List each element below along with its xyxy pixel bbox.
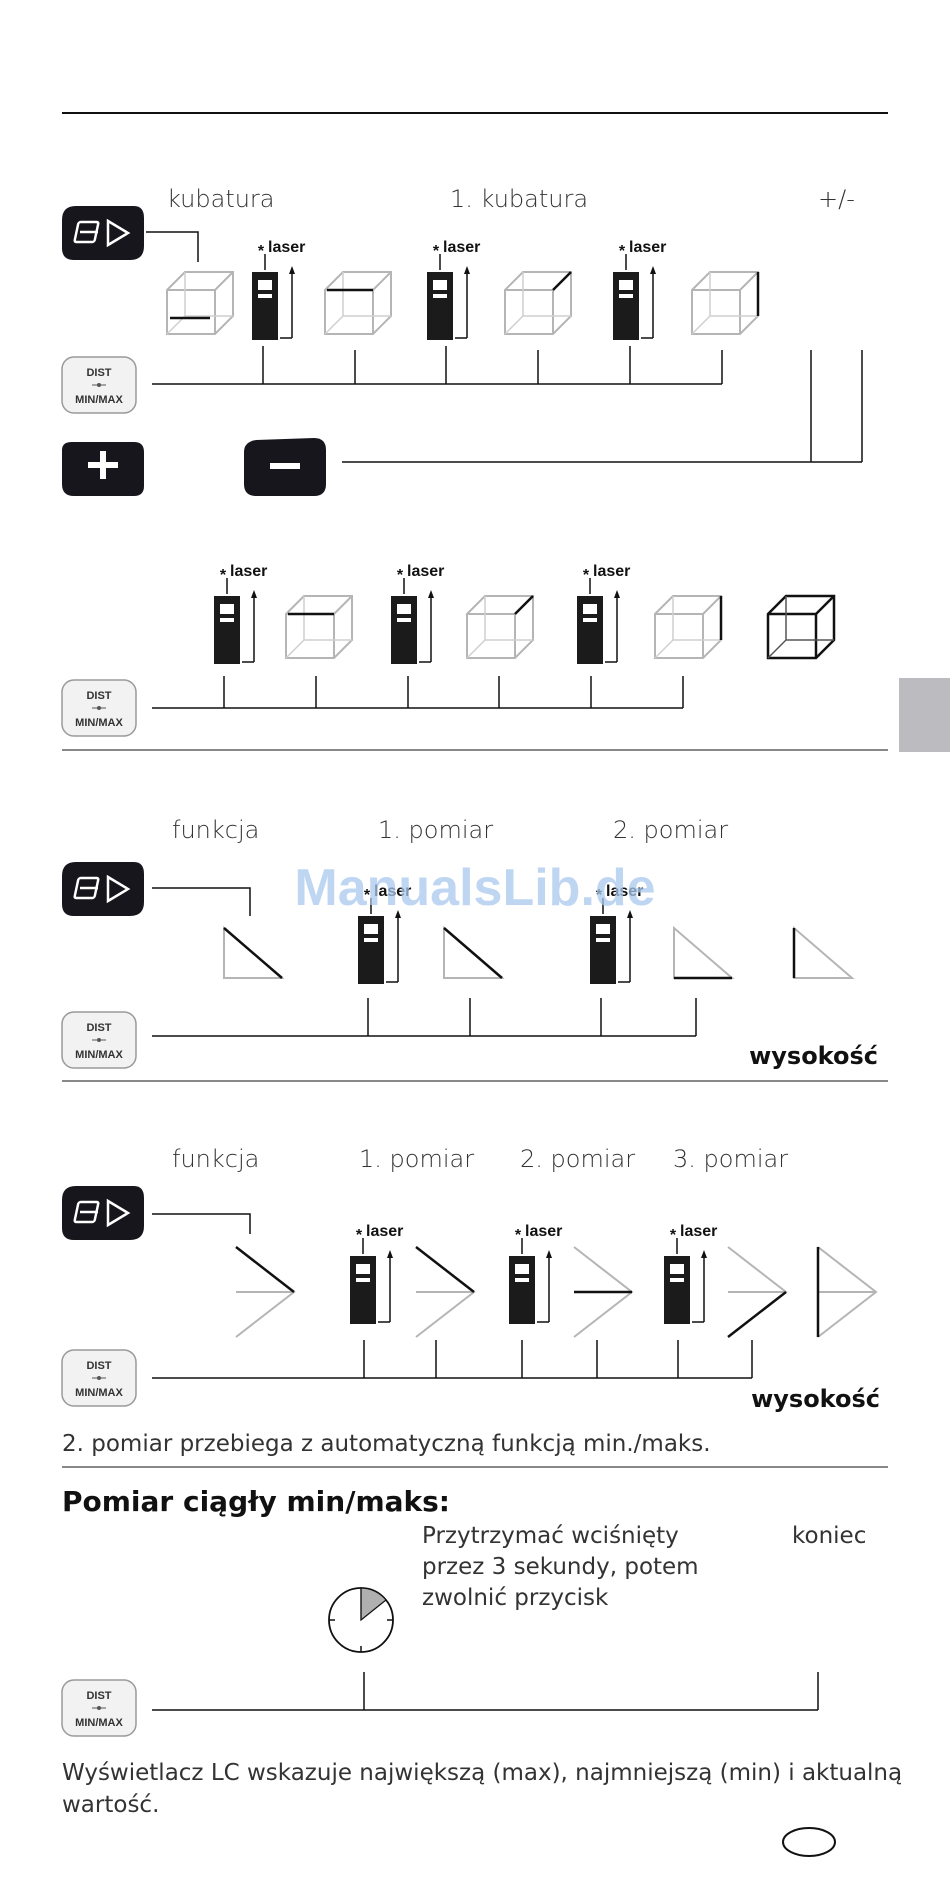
svg-text:laser: laser: [230, 563, 267, 580]
label-funkcja: funkcja: [172, 1145, 259, 1173]
cube-icon: [324, 271, 392, 335]
laser-device-icon: laser: [349, 1223, 403, 1325]
laser-device-icon: laser: [357, 883, 411, 985]
triangle-icon: [443, 927, 503, 979]
connector-line: [146, 231, 199, 262]
cube-icon: [285, 595, 353, 659]
connector-line: [152, 1213, 251, 1234]
cube-icon: [166, 271, 234, 335]
svg-text:laser: laser: [366, 1223, 403, 1240]
dist-min-max-button[interactable]: DIST MIN/MAX: [61, 679, 137, 737]
laser-device-icon: laser: [589, 883, 643, 985]
connector-line: [152, 887, 251, 916]
timeline-3: [152, 998, 697, 1037]
triangle-icon: [223, 927, 283, 979]
svg-text:DIST: DIST: [86, 690, 111, 702]
dist-min-max-button[interactable]: DIST MIN/MAX: [61, 1011, 137, 1069]
svg-text:laser: laser: [268, 239, 305, 256]
svg-text:laser: laser: [606, 883, 643, 900]
function-button[interactable]: [60, 204, 146, 262]
instruction-line-3: zwolnić przycisk: [422, 1585, 609, 1611]
cube-icon: [691, 271, 759, 335]
dist-min-max-button[interactable]: DIST MIN/MAX: [61, 356, 137, 414]
timeline-1: [152, 346, 723, 385]
timeline-2: [152, 676, 684, 709]
section-tab: [899, 678, 950, 752]
laser-device-icon: laser: [576, 563, 630, 665]
svg-text:laser: laser: [374, 883, 411, 900]
language-badge-icon: [782, 1827, 836, 1857]
label-first-kubatura: 1. kubatura: [450, 185, 588, 213]
watermark: ManualsLib.de: [294, 859, 655, 917]
laser-device-icon: laser: [390, 563, 444, 665]
note-automatic-min-max: 2. pomiar przebiega z automatyczną funkc…: [62, 1431, 711, 1457]
section-heading: Pomiar ciągły min/maks:: [62, 1485, 450, 1518]
cube-edge-highlight: [552, 271, 572, 291]
svg-text:DIST: DIST: [86, 367, 111, 379]
label-koniec: koniec: [792, 1523, 866, 1549]
svg-text:MIN/MAX: MIN/MAX: [75, 1717, 123, 1729]
label-pomiar-2: 2. pomiar: [613, 816, 728, 844]
instruction-line-2: przez 3 sekundy, potem: [422, 1554, 699, 1580]
cube-edge-highlight: [514, 595, 534, 615]
label-pomiar-1: 1. pomiar: [378, 816, 493, 844]
svg-text:laser: laser: [525, 1223, 562, 1240]
svg-text:MIN/MAX: MIN/MAX: [75, 394, 123, 406]
dist-min-max-button[interactable]: DIST MIN/MAX: [61, 1349, 137, 1407]
label-plus-minus: +/-: [818, 185, 855, 213]
cube-icon: [654, 595, 722, 659]
laser-device-icon: laser: [612, 239, 666, 341]
svg-text:MIN/MAX: MIN/MAX: [75, 717, 123, 729]
cube-complete-icon: [766, 594, 836, 660]
label-kubatura: kubatura: [167, 185, 275, 213]
timeline-4: [152, 1340, 753, 1379]
minus-button[interactable]: [244, 438, 326, 496]
svg-text:DIST: DIST: [86, 1022, 111, 1034]
timeline-5: [152, 1672, 819, 1711]
triangle-icon: [792, 927, 853, 979]
timer-clock-icon: [328, 1587, 394, 1653]
svg-text:MIN/MAX: MIN/MAX: [75, 1387, 123, 1399]
function-button[interactable]: [60, 860, 146, 918]
label-pomiar-3: 3. pomiar: [673, 1145, 788, 1173]
laser-device-icon: laser: [663, 1223, 717, 1325]
laser-device-icon: laser: [251, 239, 305, 341]
dist-min-max-button[interactable]: DIST MIN/MAX: [61, 1679, 137, 1737]
svg-text:MIN/MAX: MIN/MAX: [75, 1049, 123, 1061]
triangle-icon: [673, 927, 733, 980]
triangle-arrow-icon: [415, 1246, 475, 1338]
svg-text:laser: laser: [407, 563, 444, 580]
triangle-arrow-icon: [235, 1246, 295, 1338]
svg-text:laser: laser: [629, 239, 666, 256]
triangle-arrow-icon: [816, 1246, 877, 1338]
laser-device-icon: laser: [508, 1223, 562, 1325]
laser-device-icon: laser: [213, 563, 267, 665]
svg-text:DIST: DIST: [86, 1360, 111, 1372]
label-funkcja: funkcja: [172, 816, 259, 844]
plus-button[interactable]: [62, 442, 144, 496]
label-pomiar-1: 1. pomiar: [359, 1145, 474, 1173]
function-button[interactable]: [60, 1184, 146, 1242]
svg-text:laser: laser: [680, 1223, 717, 1240]
laser-device-icon: laser: [426, 239, 480, 341]
triangle-arrow-icon: [573, 1246, 633, 1338]
footer-line-2: wartość.: [62, 1792, 159, 1818]
svg-text:laser: laser: [593, 563, 630, 580]
instruction-line-1: Przytrzymać wciśnięty: [422, 1523, 679, 1549]
label-pomiar-2: 2. pomiar: [520, 1145, 635, 1173]
svg-text:laser: laser: [443, 239, 480, 256]
triangle-arrow-icon: [727, 1246, 787, 1338]
label-wysokosc: wysokość: [749, 1042, 878, 1070]
plus-minus-timeline: [342, 350, 863, 463]
label-wysokosc: wysokość: [751, 1385, 880, 1413]
footer-line-1: Wyświetlacz LC wskazuje największą (max)…: [62, 1760, 902, 1786]
svg-text:DIST: DIST: [86, 1690, 111, 1702]
